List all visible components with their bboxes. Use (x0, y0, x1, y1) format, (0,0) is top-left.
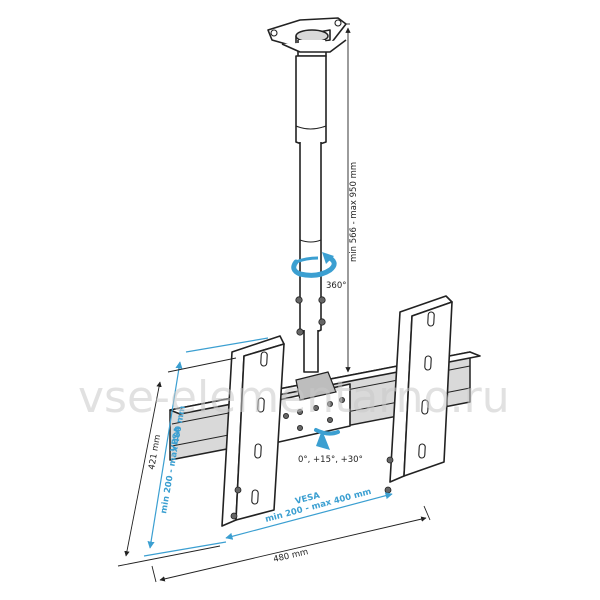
height-dimension (345, 23, 351, 373)
vesa-vertical-title: VESA (169, 426, 183, 453)
tilt-arrow-icon (314, 428, 340, 450)
right-upright (384, 295, 453, 494)
ceiling-bracket (267, 17, 347, 57)
left-upright (221, 335, 285, 527)
watermark: vse-elementarno.ru (78, 372, 510, 423)
tilt-label: 0°, +15°, +30° (298, 455, 363, 465)
total-width-dimension (151, 505, 431, 583)
rotation-label: 360° (326, 281, 346, 291)
rotate-arrow-icon (291, 252, 337, 278)
tilt-hub (269, 371, 351, 445)
height-total-label: 421 mm (147, 434, 163, 471)
height-range-label: min 566 - max 950 mm (349, 162, 359, 262)
telescopic-pole (295, 55, 327, 373)
